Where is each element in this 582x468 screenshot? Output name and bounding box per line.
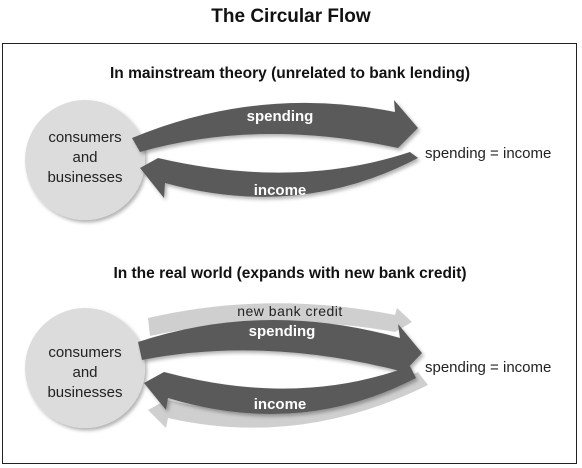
- page-title: The Circular Flow: [211, 6, 371, 27]
- circle-line-consumers: consumers: [48, 344, 121, 361]
- spending-arrow-label: spending: [249, 323, 316, 340]
- consumers-businesses-circle: [25, 100, 145, 220]
- circle-line-businesses: businesses: [47, 169, 122, 186]
- income-arrow-label: income: [254, 396, 307, 413]
- circle-line-and: and: [72, 149, 97, 166]
- expanded-income-arrow: [148, 372, 428, 428]
- new-bank-credit-arrow: [148, 303, 412, 336]
- diagram-frame: [2, 43, 577, 464]
- spending-arrow: [138, 319, 422, 372]
- income-arrow: [144, 366, 416, 414]
- spending-arrow: [132, 100, 418, 152]
- spending-equals-income-label: spending = income: [425, 359, 551, 376]
- panel-heading-mainstream: In mainstream theory (unrelated to bank …: [110, 65, 470, 82]
- spending-equals-income-label: spending = income: [425, 145, 551, 162]
- circle-line-and: and: [72, 364, 97, 381]
- new-bank-credit-label: new bank credit: [237, 303, 343, 319]
- circle-line-businesses: businesses: [47, 384, 122, 401]
- panel-heading-real-world: In the real world (expands with new bank…: [113, 265, 466, 282]
- circle-line-consumers: consumers: [48, 129, 121, 146]
- consumers-businesses-circle: [25, 308, 145, 428]
- income-arrow-label: income: [254, 182, 307, 199]
- income-arrow: [140, 152, 418, 198]
- spending-arrow-label: spending: [247, 108, 314, 125]
